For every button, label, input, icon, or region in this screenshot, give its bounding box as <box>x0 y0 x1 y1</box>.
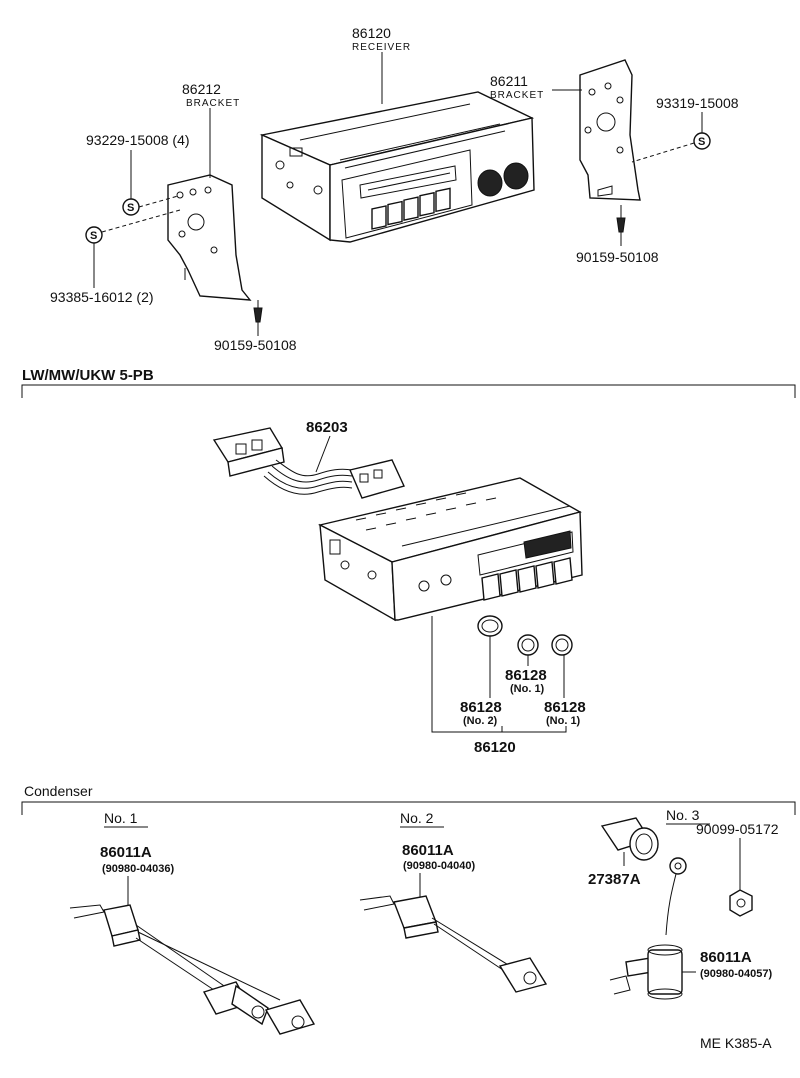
bracket-left-name: BRACKET <box>186 98 240 109</box>
svg-text:S: S <box>90 230 97 242</box>
condenser-no3-sub: (90980-04057) <box>700 968 773 980</box>
knob-no1-upper-sub: (No. 1) <box>510 683 545 695</box>
svg-text:S: S <box>127 202 134 214</box>
bracket-left-part-no: 86212 <box>182 81 221 97</box>
washer-left-label: 93229-15008 (4) <box>86 132 190 148</box>
washer-right-label: 93319-15008 <box>656 95 739 111</box>
harness-part-no: 86203 <box>306 419 348 436</box>
wire-harness <box>212 427 405 499</box>
section-condenser-bracket <box>21 801 796 815</box>
receiver-unit <box>259 91 535 243</box>
section-condenser-title: Condenser <box>24 783 93 799</box>
plug-part-no: 27387A <box>588 871 641 888</box>
condenser-no1-part-no: 86011A <box>100 844 152 861</box>
knob-no1-lower-sub: (No. 1) <box>546 715 581 727</box>
condenser-no3-part-no: 86011A <box>700 949 752 966</box>
assembly-bracket <box>431 616 567 733</box>
receiver-name: RECEIVER <box>352 42 411 53</box>
assembly-part-no: 86120 <box>474 739 516 756</box>
condenser-no3 <box>609 857 687 1000</box>
section-radio-bracket <box>21 384 796 398</box>
condenser-no1-sub: (90980-04036) <box>102 863 175 875</box>
screw-left <box>253 300 263 323</box>
nut-part-no: 90099-05172 <box>696 821 779 837</box>
plug-27387a <box>600 817 659 861</box>
knob-no1-upper <box>517 634 539 656</box>
knob-no1-lower <box>551 634 573 656</box>
condenser-no2-sub: (90980-04040) <box>403 860 476 872</box>
knob-no2-part-no: 86128 <box>460 699 502 716</box>
bracket-right <box>579 59 641 201</box>
knob-no1-upper-part-no: 86128 <box>505 667 547 684</box>
screw-right-label: 90159-50108 <box>576 249 659 265</box>
svg-text:S: S <box>698 136 705 148</box>
bracket-right-name: BRACKET <box>490 90 544 101</box>
knob-no2 <box>477 615 503 637</box>
screw-left-label: 90159-50108 <box>214 337 297 353</box>
receiver-part-no: 86120 <box>352 25 391 41</box>
radio-unit <box>317 477 583 622</box>
condenser-no3-heading: No. 3 <box>666 807 700 823</box>
condenser-no1 <box>69 904 316 1035</box>
condenser-no2-heading: No. 2 <box>400 810 434 826</box>
reference-code: ME K385-A <box>700 1035 772 1051</box>
nut-90099 <box>729 889 753 917</box>
section-radio-title: LW/MW/UKW 5-PB <box>22 367 154 384</box>
screw-right <box>616 205 626 233</box>
condenser-no2-part-no: 86011A <box>402 842 454 859</box>
condenser-no2 <box>359 895 548 993</box>
knob-no1-lower-part-no: 86128 <box>544 699 586 716</box>
bracket-right-part-no: 86211 <box>490 73 528 89</box>
washer-lower-left-label: 93385-16012 (2) <box>50 289 154 305</box>
condenser-no1-heading: No. 1 <box>104 810 138 826</box>
bracket-left <box>167 174 252 301</box>
knob-no2-sub: (No. 2) <box>463 715 498 727</box>
